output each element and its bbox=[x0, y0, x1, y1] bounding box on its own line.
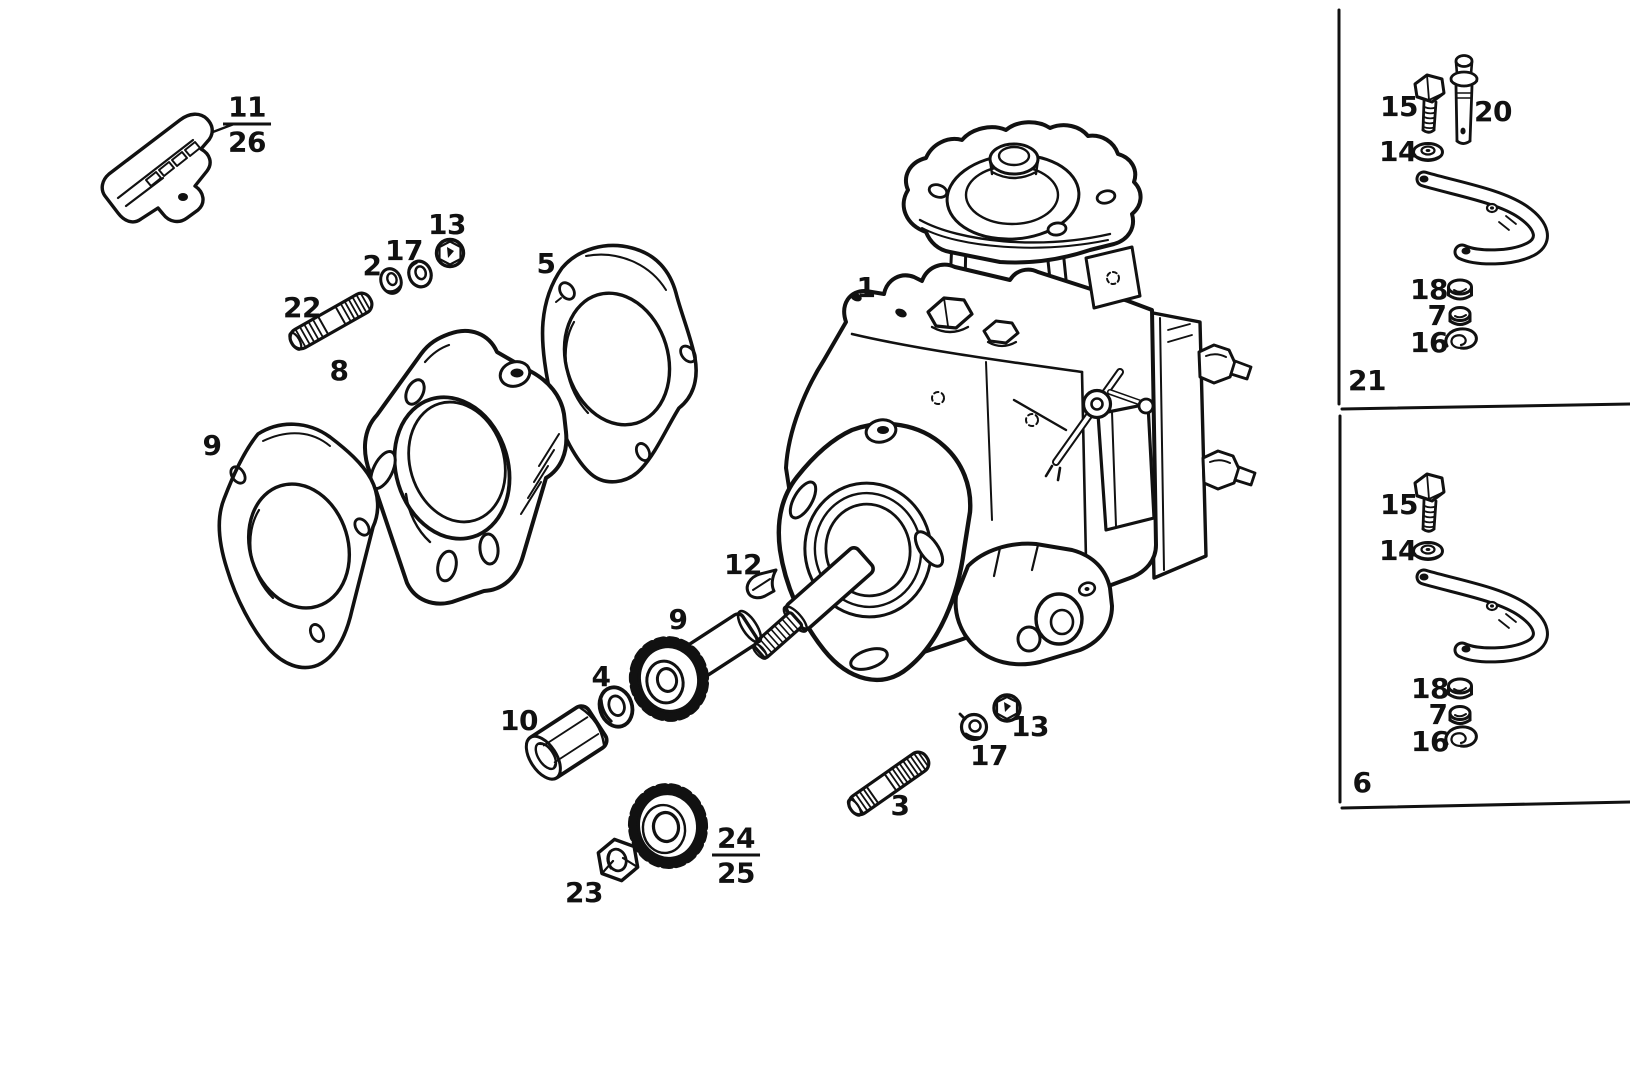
pump-fitting-upper bbox=[1197, 343, 1253, 385]
pump-governor-cover bbox=[901, 120, 1143, 265]
pump-front-flange bbox=[776, 418, 973, 683]
part-bracket-panel6-drawing bbox=[1415, 568, 1549, 664]
part-13-nut-upper-drawing bbox=[434, 237, 466, 269]
part-16-lockwasher-panel21-drawing bbox=[1444, 327, 1478, 350]
panel-21-bottom-border bbox=[1340, 402, 1630, 411]
part-13-nut-lower-drawing bbox=[992, 693, 1022, 723]
part-9-gasket-drawing bbox=[217, 422, 380, 670]
part-17-washer-upper-drawing bbox=[407, 259, 433, 289]
part-14-washer-panel21-drawing bbox=[1412, 142, 1444, 162]
part-18-washer-panel6-drawing bbox=[1447, 677, 1473, 700]
part-22-stud-drawing bbox=[288, 291, 374, 351]
part-14-washer-panel6-drawing bbox=[1412, 541, 1444, 561]
part-18-washer-panel21-drawing bbox=[1447, 278, 1473, 301]
part-24-25-gear-drawing bbox=[627, 783, 709, 869]
part-23-nut-drawing bbox=[596, 837, 640, 883]
part-15-bolt-panel21-drawing bbox=[1413, 73, 1446, 134]
part-9-gear-drawing bbox=[628, 609, 763, 722]
pump-drive-shaft bbox=[751, 546, 875, 660]
part-10-coupling-drawing bbox=[524, 704, 609, 781]
part-7-washer-panel6-drawing bbox=[1448, 705, 1472, 725]
pump-fitting-lower bbox=[1201, 449, 1257, 491]
part-16-lockwasher-panel6-drawing bbox=[1444, 725, 1478, 748]
panel-6-box bbox=[1338, 414, 1630, 810]
part-15-bolt-panel6-drawing bbox=[1413, 472, 1446, 533]
part-11-26-bracket-drawing bbox=[100, 112, 214, 224]
part-5-gasket-drawing bbox=[540, 243, 698, 484]
part-7-washer-panel21-drawing bbox=[1448, 306, 1472, 326]
part-12-key-drawing bbox=[745, 568, 778, 600]
part-17-washer-lower-drawing bbox=[958, 712, 989, 742]
part-4-washer-drawing bbox=[597, 685, 635, 729]
part-2-washer-drawing bbox=[379, 267, 403, 295]
panel-21-box bbox=[1337, 8, 1630, 411]
part-8-flange-drawing bbox=[363, 328, 569, 606]
part-20-pin-drawing bbox=[1449, 54, 1479, 145]
part-1-pump-drawing bbox=[751, 120, 1257, 683]
pump-bottom-housing bbox=[953, 541, 1114, 667]
pump-control-lever bbox=[1012, 368, 1155, 482]
part-3-stud-drawing bbox=[846, 750, 931, 817]
part-bracket-panel21-drawing bbox=[1415, 170, 1549, 266]
panel-6-bottom-border bbox=[1340, 800, 1630, 810]
